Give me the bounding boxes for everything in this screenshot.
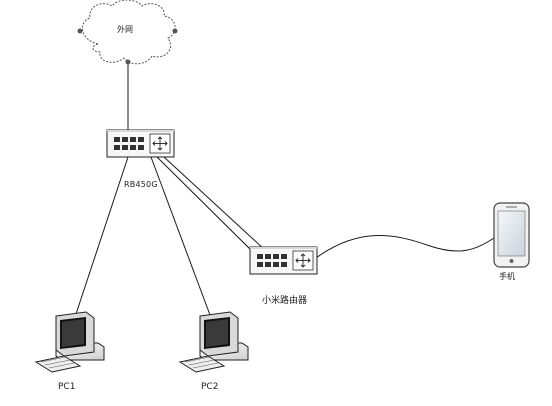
internet-cloud <box>77 0 178 65</box>
rb450g-router <box>106 129 175 158</box>
rb450g-label: RB450G <box>124 180 158 189</box>
link-rb450g-pc1 <box>75 156 129 315</box>
cloud-icon <box>82 0 176 65</box>
link-rb450g-pc2 <box>150 156 211 316</box>
link-rb450g-xiaomi-b <box>163 156 266 251</box>
pc1-computer <box>34 311 105 373</box>
xiaomi-router <box>249 246 318 275</box>
desktop-computer-icon <box>34 311 105 373</box>
smartphone-icon <box>493 202 530 268</box>
phone-label: 手机 <box>499 272 515 281</box>
pc1-label: PC1 <box>58 382 76 392</box>
link-xiaomi-phone-wireless <box>315 235 495 259</box>
pc2-label: PC2 <box>201 382 219 392</box>
router-icon <box>249 246 318 275</box>
connections <box>75 62 495 316</box>
internet-label: 外网 <box>117 25 133 34</box>
phone-device <box>493 202 530 268</box>
desktop-computer-icon <box>178 311 249 373</box>
link-rb450g-xiaomi-a <box>156 156 257 256</box>
router-icon <box>106 129 175 158</box>
pc2-computer <box>178 311 249 373</box>
xiaomi-router-label: 小米路由器 <box>262 296 308 306</box>
